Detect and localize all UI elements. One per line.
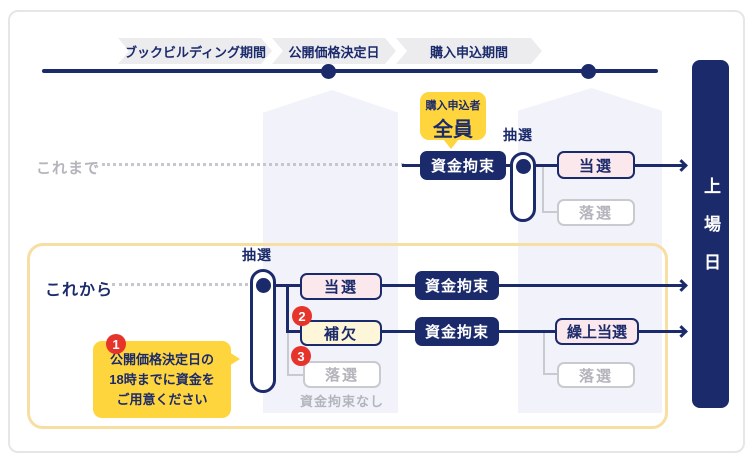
after-lose-box: 落選 <box>303 361 381 388</box>
after-win-label: 当選 <box>323 279 358 296</box>
before-label: これまで <box>36 160 101 177</box>
note-line1: 公開価格決定日の <box>109 352 214 367</box>
before-lose-elbow-h <box>542 211 557 213</box>
funds-deadline-note: 公開価格決定日の 18時までに資金を ご用意ください <box>93 341 231 418</box>
after-promoted-connector <box>499 330 555 333</box>
listing-day-label: 上場日 <box>701 177 720 291</box>
applicants-bubble: 購入申込者 全員 <box>420 92 486 141</box>
after-lottery-dot <box>256 278 271 293</box>
before-win-line <box>535 164 557 167</box>
before-win-label: 当選 <box>578 157 613 175</box>
before-funds-locked-label: 資金拘束 <box>430 158 495 175</box>
after-no-funds-note: 資金拘束なし <box>299 394 384 409</box>
after-dotted-line <box>112 283 248 286</box>
badge-2: 2 <box>292 306 312 326</box>
after-promoted-lose-label: 落選 <box>578 367 613 385</box>
after-alternate-box: 補欠 <box>300 320 382 346</box>
after-promoted-lose-elbow-h <box>543 373 557 375</box>
after-alternate-funds-box: 資金拘束 <box>415 317 499 346</box>
before-lose-box: 落選 <box>557 199 635 226</box>
after-promoted-arrow-line <box>639 330 684 333</box>
background-band-left <box>263 90 398 413</box>
after-branch-vline <box>286 284 289 333</box>
after-win-funds-label: 資金拘束 <box>424 278 489 295</box>
before-lottery-label: 抽選 <box>503 127 533 143</box>
phase-price-decision: 公開価格決定日 <box>272 38 396 64</box>
after-alternate-connector <box>382 330 415 333</box>
before-arrow-line <box>634 164 684 167</box>
applicants-bubble-line1: 購入申込者 <box>425 100 481 112</box>
before-lead-line <box>402 164 422 167</box>
timeline-line <box>42 69 658 73</box>
badge-1: 1 <box>106 334 126 354</box>
note-line3: ご用意ください <box>116 392 208 407</box>
note-line2: 18時までに資金を <box>109 372 215 387</box>
after-win-box: 当選 <box>300 273 382 300</box>
before-dotted-line <box>102 163 404 166</box>
after-win-funds-box: 資金拘束 <box>415 271 499 300</box>
phase-bookbuilding: ブックビルディング期間 <box>118 38 272 64</box>
phase-purchase-application-label: 購入申込期間 <box>429 44 508 60</box>
after-frame <box>27 243 668 429</box>
before-lottery-dot <box>516 159 531 174</box>
before-win-box: 当選 <box>557 151 635 179</box>
after-label: これから <box>45 282 114 299</box>
after-lottery-label: 抽選 <box>242 247 272 263</box>
applicants-bubble-tail <box>443 139 459 149</box>
applicants-bubble-line2: 全員 <box>433 119 473 141</box>
after-promoted-win-box: 繰上当選 <box>555 318 639 345</box>
listing-day-bar: 上場日 <box>692 60 729 408</box>
timeline-dot-price-decision <box>321 64 336 79</box>
phase-purchase-application: 購入申込期間 <box>396 38 542 64</box>
after-promoted-lose-box: 落選 <box>557 362 635 388</box>
after-promoted-win-label: 繰上当選 <box>566 324 627 341</box>
after-alternate-label: 補欠 <box>323 325 358 343</box>
before-connector <box>505 164 513 167</box>
before-lose-label: 落選 <box>578 205 613 222</box>
funds-deadline-note-tail <box>229 352 240 366</box>
phase-bookbuilding-label: ブックビルディング期間 <box>123 44 267 60</box>
after-alternate-funds-label: 資金拘束 <box>424 324 489 341</box>
after-branch-lose-vline <box>287 333 289 376</box>
after-branch-lose-line <box>287 374 303 376</box>
timeline-dot-purchase-end <box>581 64 596 79</box>
after-win-connector <box>382 284 415 287</box>
phase-price-decision-label: 公開価格決定日 <box>288 44 380 60</box>
after-lose-label: 落選 <box>324 367 359 384</box>
after-branch-alternate-line <box>286 330 302 333</box>
background-band-right <box>518 88 662 413</box>
before-funds-locked-box: 資金拘束 <box>420 151 506 180</box>
after-win-arrow-line <box>499 284 684 287</box>
badge-3: 3 <box>291 346 311 366</box>
before-lose-elbow-v <box>542 167 544 213</box>
after-promoted-lose-elbow-v <box>543 333 545 375</box>
